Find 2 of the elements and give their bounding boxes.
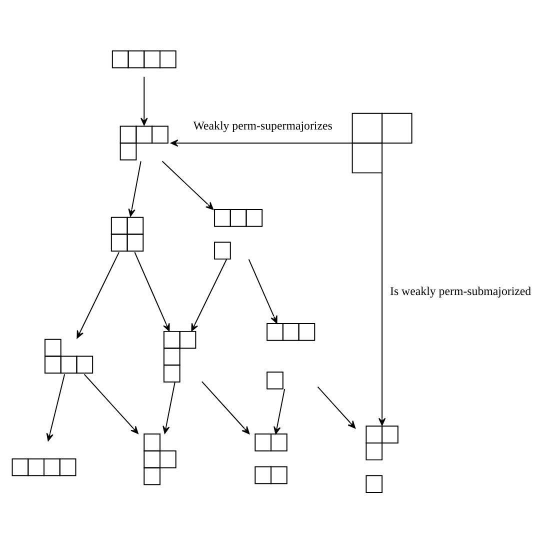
edge-label: Is weakly perm-submajorized (390, 284, 532, 298)
edge-label: Weakly perm-supermajorizes (193, 118, 332, 132)
